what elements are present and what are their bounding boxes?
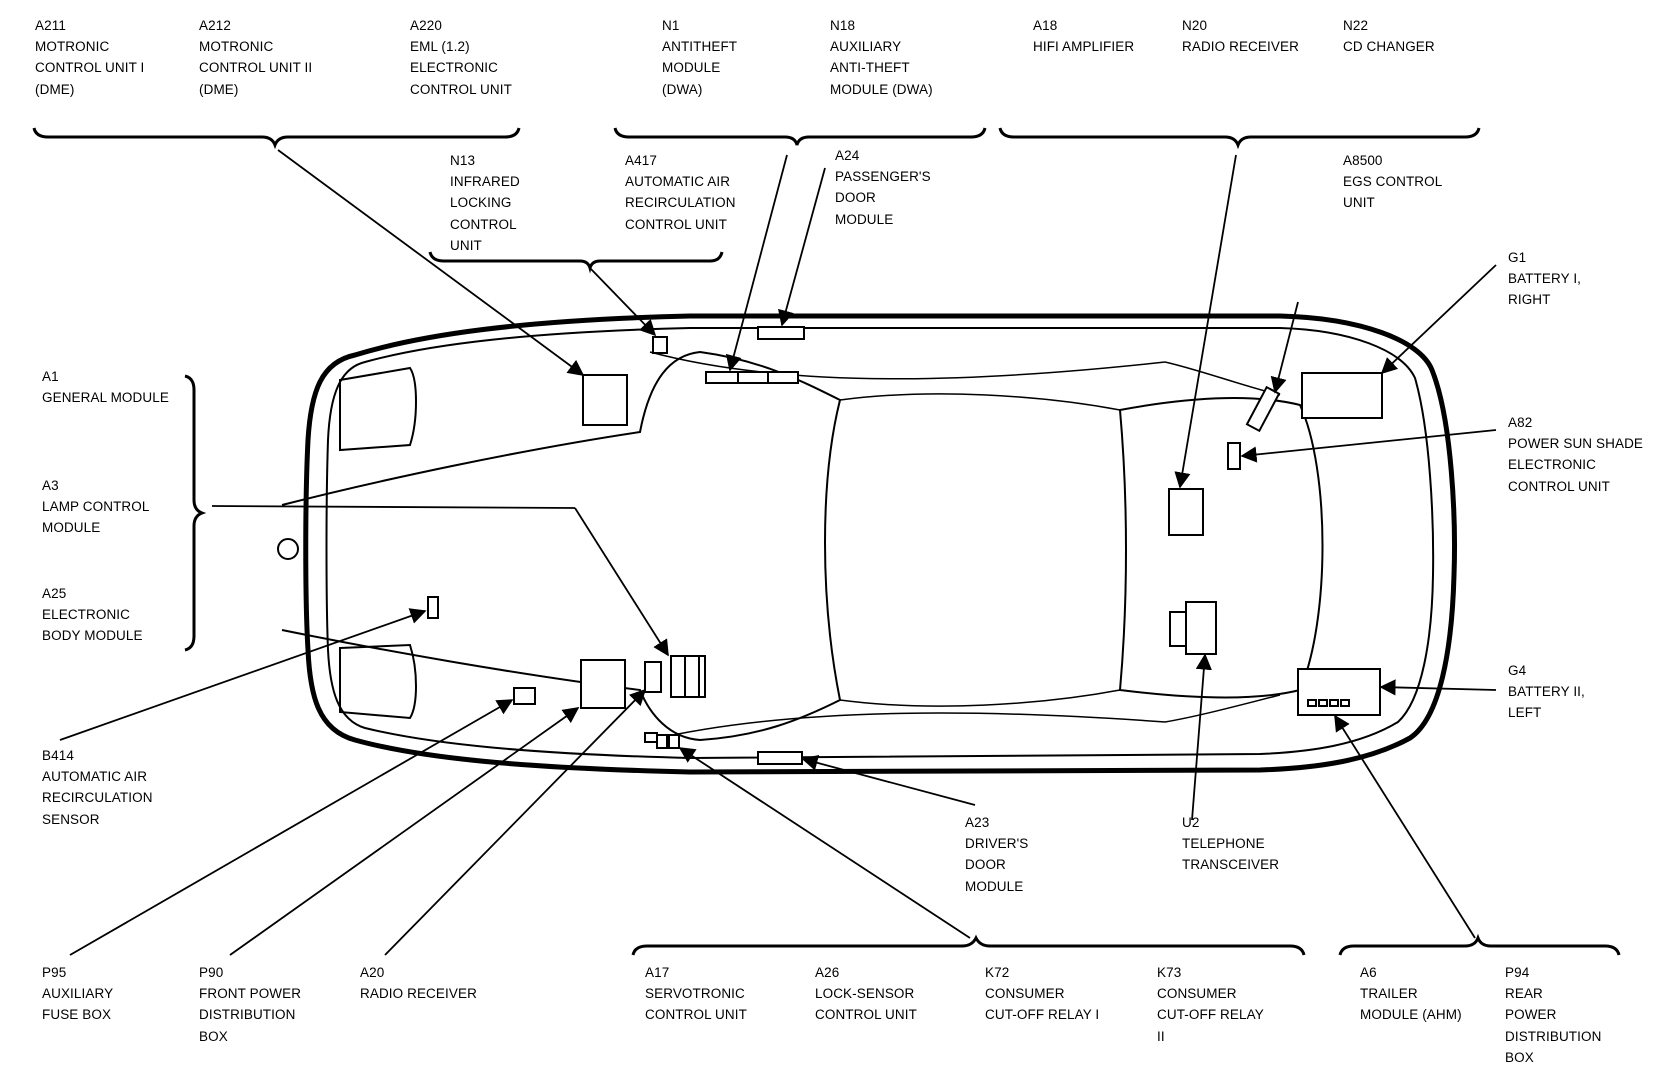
car-body (277, 313, 1457, 775)
box-cd-changer (1301, 372, 1383, 419)
box-antitheft-2 (737, 371, 769, 384)
bracket-top-left (32, 127, 521, 150)
box-battery-cell-2 (1318, 699, 1328, 707)
box-front-power (580, 659, 626, 709)
box-dme (582, 374, 628, 426)
box-relay-1 (644, 732, 658, 743)
box-body-module (427, 596, 439, 619)
box-driver-door (757, 751, 803, 765)
box-relay-3 (668, 734, 680, 749)
roof-line-lower (839, 689, 1121, 707)
car-outer-outline (303, 313, 1457, 775)
component-boxes (427, 326, 1383, 765)
windshield (281, 350, 842, 742)
bracket-bottom-middle (631, 934, 1306, 956)
box-lamp-3 (698, 655, 706, 698)
box-antitheft-3 (767, 371, 799, 384)
box-battery-left (1297, 668, 1381, 716)
box-battery-cell-3 (1329, 699, 1339, 707)
box-infrared (652, 336, 668, 354)
c-pillar-bottom (1164, 694, 1281, 723)
box-fuse (513, 687, 536, 705)
box-antitheft-1 (705, 371, 739, 384)
rear-window (1118, 397, 1324, 699)
box-battery-cell-1 (1307, 699, 1317, 707)
c-pillar-top (1164, 361, 1281, 396)
box-radio-front (644, 661, 662, 693)
box-battery-cell-4 (1340, 699, 1350, 707)
headlight-left-top (339, 366, 417, 452)
headlight-left-bottom (339, 643, 417, 720)
bracket-left (184, 374, 207, 652)
bracket-top-right (998, 127, 1481, 150)
box-passenger-door (757, 326, 805, 340)
emblem-circle (277, 538, 299, 560)
box-radio-receiver-rear (1168, 488, 1204, 536)
leader-lines (59, 149, 1497, 956)
box-sunshade (1227, 442, 1241, 470)
box-telephone (1185, 601, 1217, 655)
box-telephone-side (1169, 611, 1187, 647)
hood-line-upper (649, 351, 1166, 380)
box-lamp-2 (684, 655, 700, 698)
hood-line-lower (649, 712, 1166, 741)
bracket-top-middle (613, 127, 987, 146)
roof-line (839, 393, 1121, 411)
bracket-bottom-right (1338, 933, 1621, 956)
box-egs (1245, 385, 1281, 433)
car-inner-outline (325, 327, 1435, 760)
box-relay-2 (656, 734, 668, 749)
group-brackets (32, 127, 1621, 956)
box-lamp-1 (670, 655, 686, 698)
